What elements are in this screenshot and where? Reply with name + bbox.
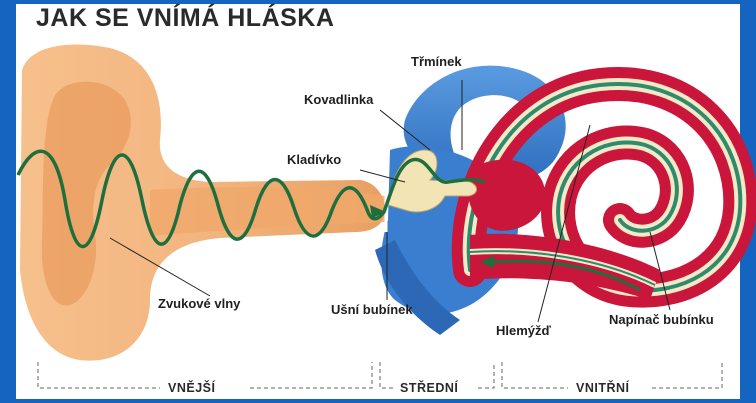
label-zvukove-vlny: Zvukové vlny [158,296,240,311]
label-hlemyzd: Hlemýžď [496,323,551,338]
label-kladivko: Kladívko [287,152,341,167]
section-inner: VNITŘNÍ [576,381,630,395]
section-middle: STŘEDNÍ [400,381,458,395]
diagram-title: JAK SE VNÍMÁ HLÁSKA [36,4,334,33]
frame-left-bar [0,0,16,403]
label-trminek: Třmínek [411,54,462,69]
section-outer: VNĚJŠÍ [168,381,215,395]
label-napinac-bubinku: Napínač bubínku [609,312,714,327]
label-usni-bubinek: Ušní bubínek [331,302,413,317]
label-kovadlinka: Kovadlinka [304,92,373,107]
frame-bottom-bar [0,399,756,403]
